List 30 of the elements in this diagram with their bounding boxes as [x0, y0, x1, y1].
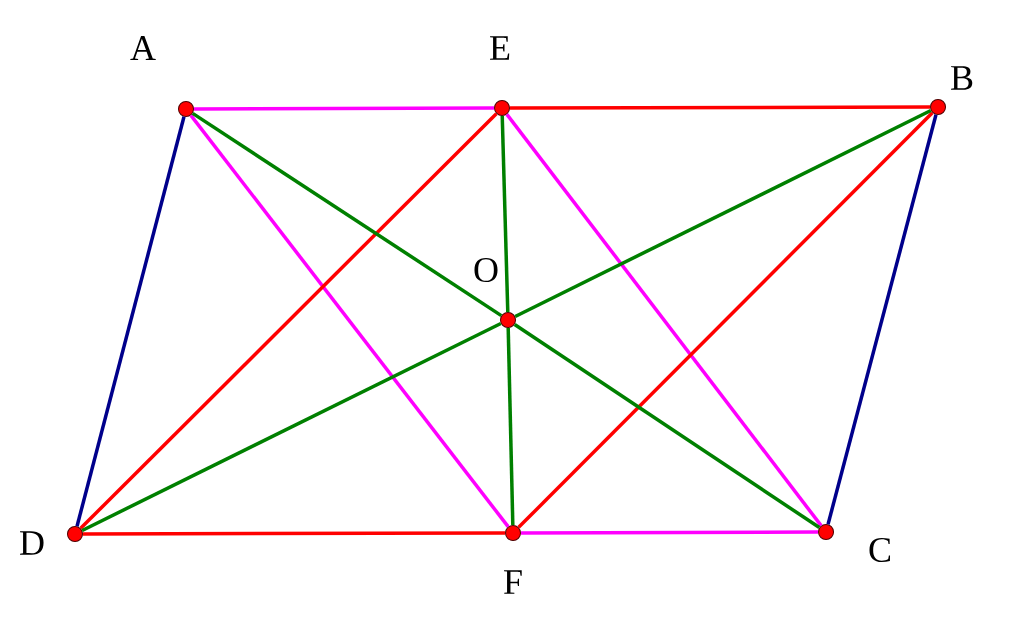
point-dot	[500, 312, 516, 328]
line-segment	[191, 111, 503, 318]
line-segment	[517, 111, 934, 529]
line-segment	[79, 112, 498, 530]
point-label: C	[869, 537, 891, 563]
line-segment	[500, 115, 510, 313]
point-label: F	[504, 570, 522, 594]
line-segment	[194, 106, 494, 111]
line-segment	[510, 105, 930, 110]
point-label: B	[951, 66, 973, 90]
line-segment	[513, 323, 821, 530]
point-label: O	[474, 257, 498, 283]
line-segment	[521, 530, 818, 535]
point-label: E	[490, 36, 510, 60]
point-label: D	[20, 531, 44, 555]
point-dot	[930, 99, 946, 115]
point-dot	[818, 524, 834, 540]
point-dot	[67, 526, 83, 542]
point-label: A	[130, 36, 156, 60]
line-segment	[505, 113, 823, 527]
line-segment	[81, 322, 502, 533]
line-segment	[506, 327, 515, 526]
line-segment	[75, 116, 186, 527]
point-dot	[494, 100, 510, 116]
line-segment	[514, 109, 932, 318]
point-dot	[505, 525, 521, 541]
line-segment	[83, 531, 505, 536]
line-segment	[189, 114, 510, 528]
line-segment	[826, 114, 938, 525]
point-dot	[178, 101, 194, 117]
